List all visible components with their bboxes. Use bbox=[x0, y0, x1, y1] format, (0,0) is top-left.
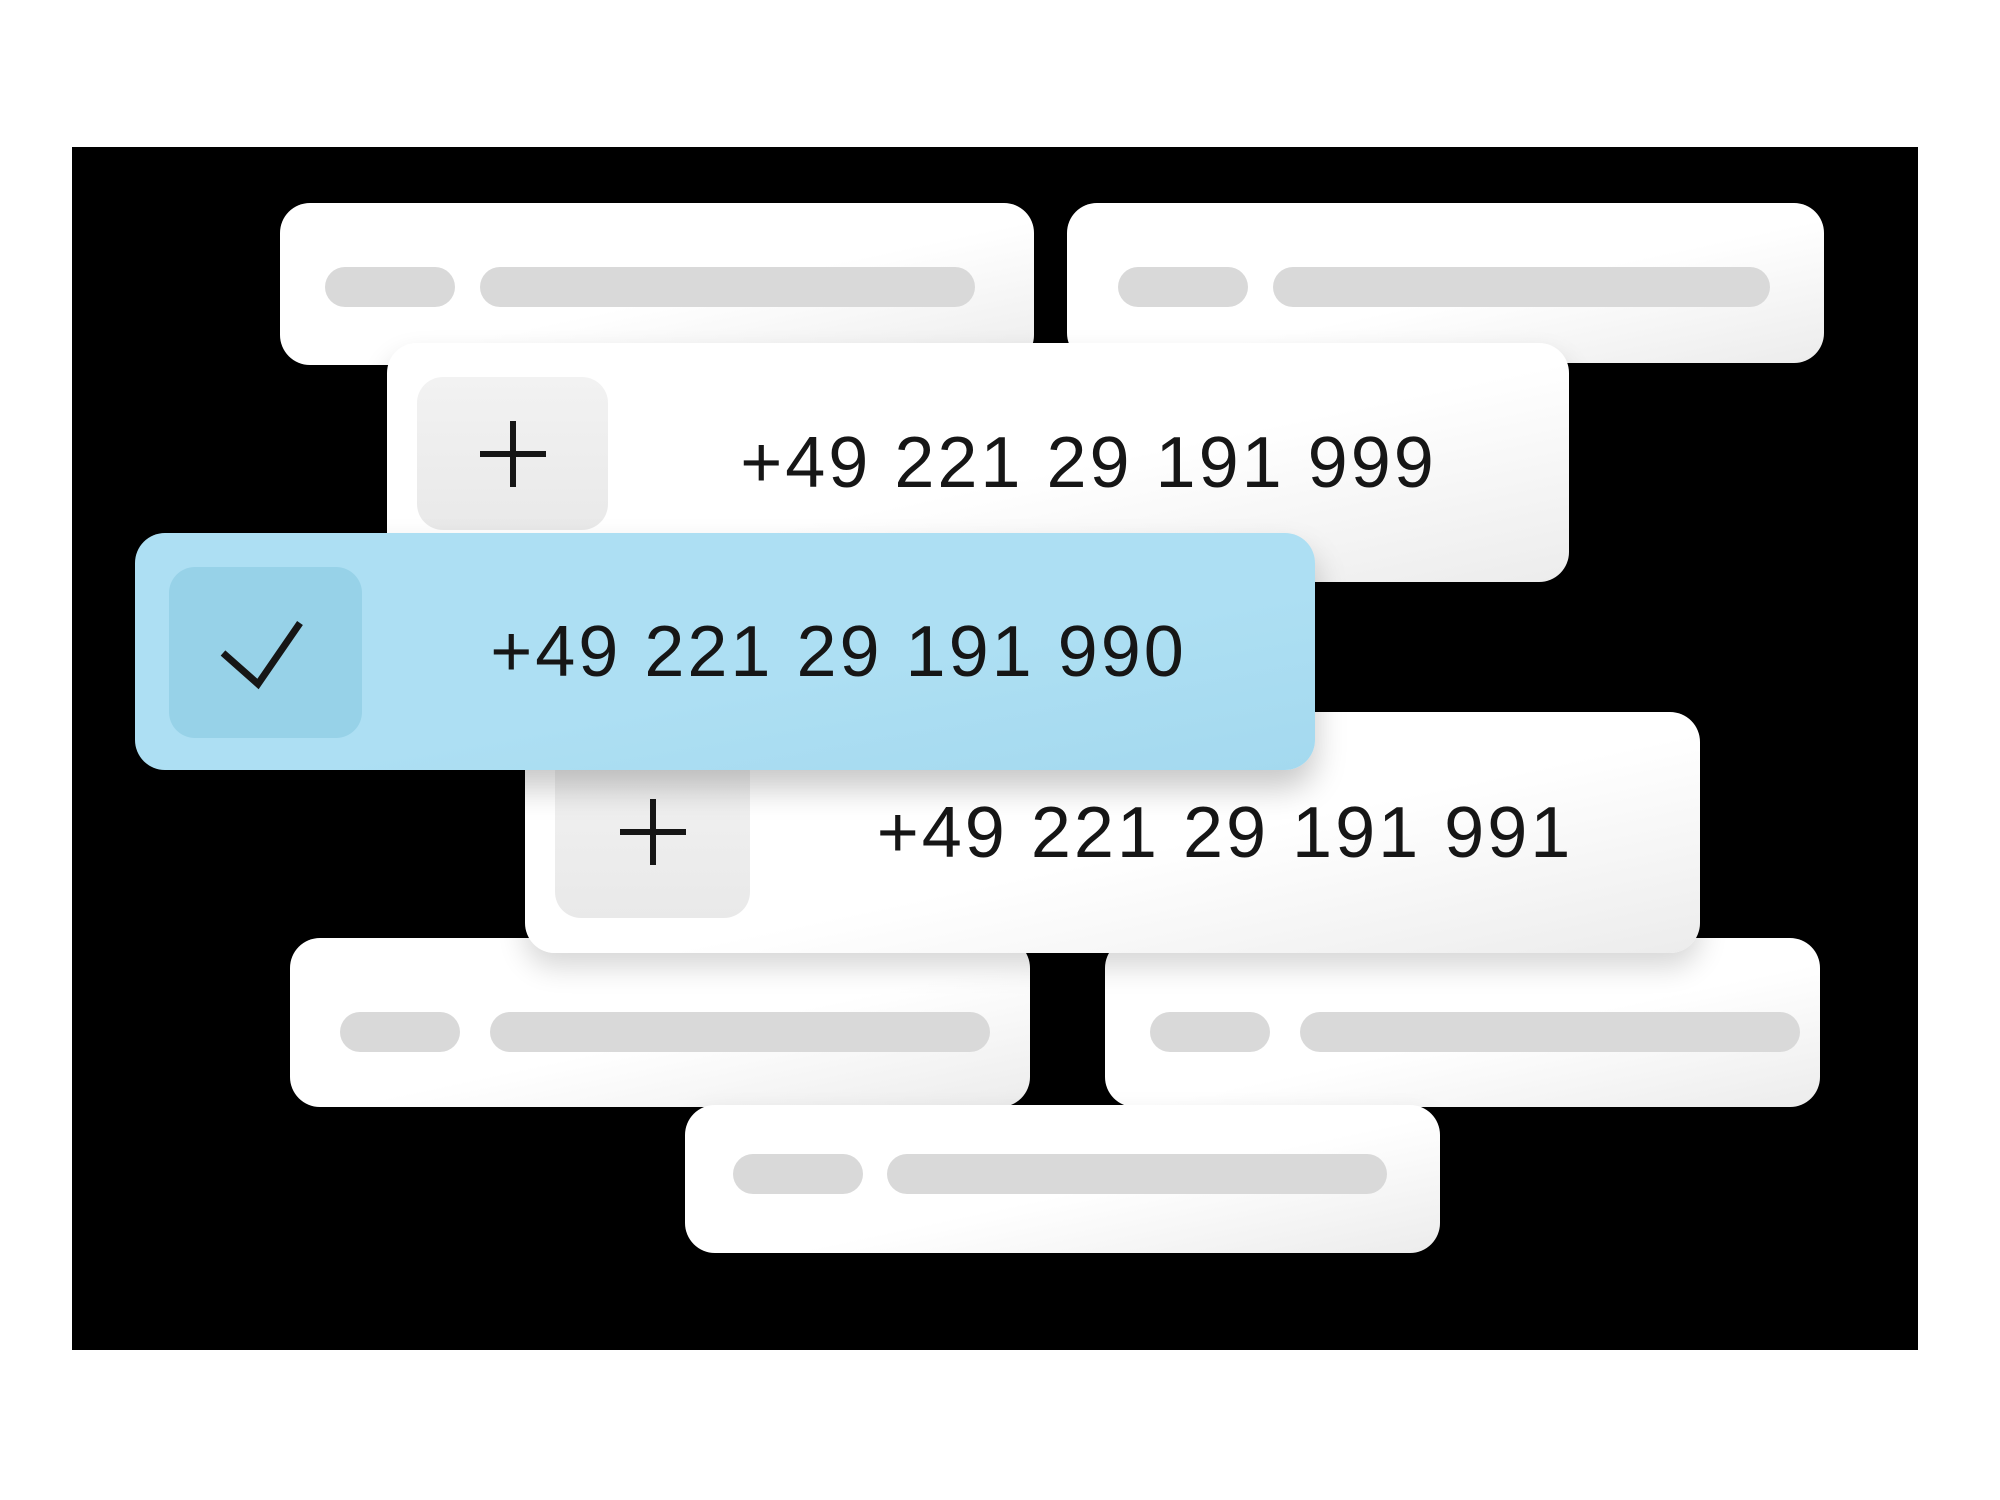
skeleton-card-bottom-right bbox=[1105, 938, 1820, 1107]
skeleton-card-top-right bbox=[1067, 203, 1824, 363]
skeleton-card-top-left bbox=[280, 203, 1034, 365]
phone-number-text: +49 221 29 191 990 bbox=[490, 611, 1187, 692]
skeleton-pill-short bbox=[1118, 267, 1248, 307]
add-number-button[interactable] bbox=[417, 377, 608, 530]
check-icon bbox=[169, 567, 362, 738]
skeleton-card-bottom-left bbox=[290, 938, 1030, 1107]
number-option-row[interactable]: +49 221 29 191 999 bbox=[387, 343, 1569, 582]
plus-icon bbox=[479, 420, 546, 487]
phone-number-text: +49 221 29 191 991 bbox=[876, 792, 1574, 873]
number-option-row[interactable]: +49 221 29 191 991 bbox=[525, 712, 1700, 953]
skeleton-pill-long bbox=[1273, 267, 1770, 307]
skeleton-pill-long bbox=[887, 1154, 1387, 1194]
phone-number-text: +49 221 29 191 999 bbox=[740, 422, 1437, 503]
number-option-row-selected[interactable]: +49 221 29 191 990 bbox=[135, 533, 1315, 770]
skeleton-pill-short bbox=[325, 267, 455, 307]
skeleton-pill-long bbox=[1300, 1012, 1800, 1052]
skeleton-card-bottom-center bbox=[685, 1105, 1440, 1253]
skeleton-pill-short bbox=[1150, 1012, 1270, 1052]
add-number-button[interactable] bbox=[555, 746, 750, 918]
skeleton-pill-short bbox=[733, 1154, 863, 1194]
plus-icon bbox=[619, 799, 686, 865]
skeleton-pill-long bbox=[490, 1012, 990, 1052]
skeleton-pill-short bbox=[340, 1012, 460, 1052]
skeleton-pill-long bbox=[480, 267, 975, 307]
selected-checkbox[interactable] bbox=[169, 567, 362, 738]
